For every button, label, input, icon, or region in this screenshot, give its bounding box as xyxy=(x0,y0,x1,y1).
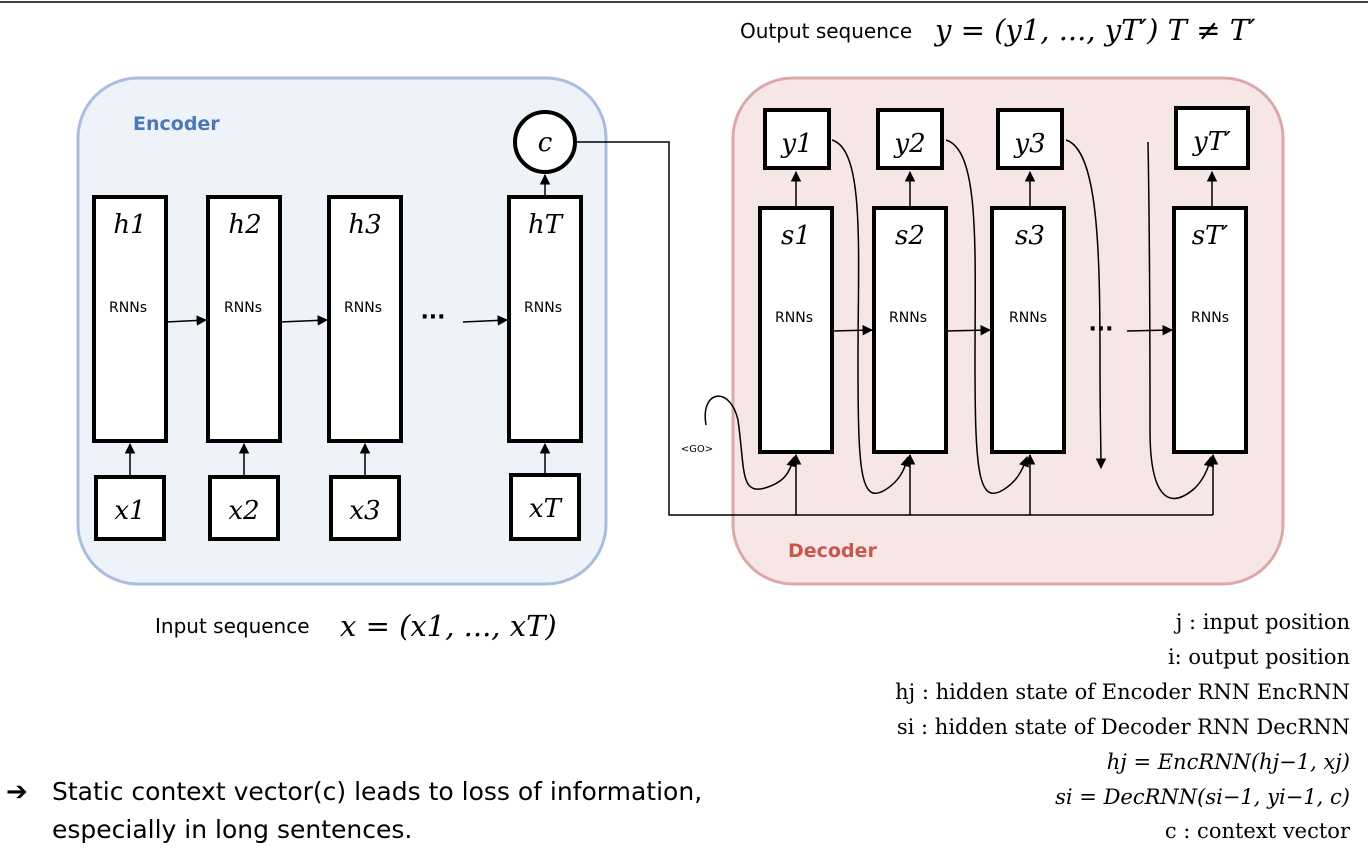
encoder-cell-3: h3 RNNs xyxy=(327,195,403,443)
decoder-rnn-label: RNNs xyxy=(889,310,927,326)
input-token-label: x3 xyxy=(349,496,380,526)
output-token-label: y2 xyxy=(893,129,925,159)
input-sequence-formula: x = (x1, ..., xT) xyxy=(340,609,557,643)
decoder-hidden-label: s3 xyxy=(1015,221,1045,251)
encoder-cell-t: hT RNNs xyxy=(507,195,583,443)
encoder-rnn-label: RNNs xyxy=(109,300,147,316)
decoder-hidden-label: s2 xyxy=(895,221,925,251)
encoder-hidden-label: h3 xyxy=(348,210,381,240)
encoder-input-2: x2 xyxy=(208,475,280,541)
encoder-rnn-label: RNNs xyxy=(524,300,562,316)
output-token-label: y1 xyxy=(780,129,812,159)
note-arrow: ➔ xyxy=(6,777,28,807)
input-token-label: x1 xyxy=(114,496,145,526)
legend-line: i: output position xyxy=(1168,645,1350,669)
input-token-label: xT xyxy=(529,494,563,524)
legend-line: j : input position xyxy=(1173,610,1350,634)
decoder-hidden-label: sT′ xyxy=(1192,221,1229,251)
legend-line: si = DecRNN(si−1, yi−1, c) xyxy=(1055,785,1350,809)
decoder-cell-1: s1 RNNs xyxy=(758,206,834,454)
note-line-1: Static context vector(c) leads to loss o… xyxy=(52,777,702,806)
encoder-rnn-label: RNNs xyxy=(344,300,382,316)
encoder-cell-2: h2 RNNs xyxy=(206,195,282,443)
output-token-label: y3 xyxy=(1013,129,1045,159)
encoder-input-3: x3 xyxy=(329,475,401,541)
decoder-title: Decoder xyxy=(788,540,877,562)
decoder-hidden-label: s1 xyxy=(781,221,811,251)
output-sequence-formula: y = (y1, ..., yT′) T ≠ T′ xyxy=(933,13,1256,47)
decoder-rnn-label: RNNs xyxy=(1009,310,1047,326)
decoder-output-3: y3 xyxy=(996,108,1064,170)
context-vector-node: c xyxy=(513,110,577,174)
encoder-rnn-label: RNNs xyxy=(224,300,262,316)
encoder-arrows xyxy=(124,173,551,475)
decoder-output-2: y2 xyxy=(876,108,944,170)
encoder-ellipsis: ··· xyxy=(420,305,445,330)
input-token-label: x2 xyxy=(228,496,259,526)
decoder-output-t: yT′ xyxy=(1174,106,1250,170)
encoder-title: Encoder xyxy=(133,113,220,135)
note-line-2: especially in long sentences. xyxy=(52,815,412,844)
legend-line: hj = EncRNN(hj−1, xj) xyxy=(1107,750,1350,774)
encoder-input-1: x1 xyxy=(94,475,166,541)
legend-line: hj : hidden state of Encoder RNN EncRNN xyxy=(895,680,1350,704)
decoder-output-1: y1 xyxy=(763,108,831,170)
encoder-hidden-label: h1 xyxy=(113,210,146,240)
decoder-ellipsis: ··· xyxy=(1088,317,1113,342)
input-sequence-label: Input sequence xyxy=(155,614,310,638)
legend-line: c : context vector xyxy=(1165,819,1351,843)
legend: j : input position i: output position hj… xyxy=(895,610,1351,843)
encoder-hidden-label: h2 xyxy=(228,210,261,240)
context-vector-label: c xyxy=(538,128,553,158)
decoder-cell-2: s2 RNNs xyxy=(872,206,948,454)
decoder-rnn-label: RNNs xyxy=(775,310,813,326)
decoder-rnn-label: RNNs xyxy=(1191,310,1229,326)
legend-line: si : hidden state of Decoder RNN DecRNN xyxy=(897,715,1350,739)
output-sequence-label: Output sequence xyxy=(740,19,912,43)
decoder-cell-t: sT′ RNNs xyxy=(1172,206,1248,454)
context-route-line xyxy=(575,141,1213,516)
output-token-label: yT′ xyxy=(1192,127,1231,157)
decoder-arrows xyxy=(704,139,1219,515)
encoder-input-t: xT xyxy=(509,473,581,541)
encoder-hidden-label: hT xyxy=(528,210,564,240)
decoder-cell-3: s3 RNNs xyxy=(990,206,1066,454)
go-token-label: <GO> xyxy=(681,444,713,455)
encoder-cell-1: h1 RNNs xyxy=(92,195,168,443)
